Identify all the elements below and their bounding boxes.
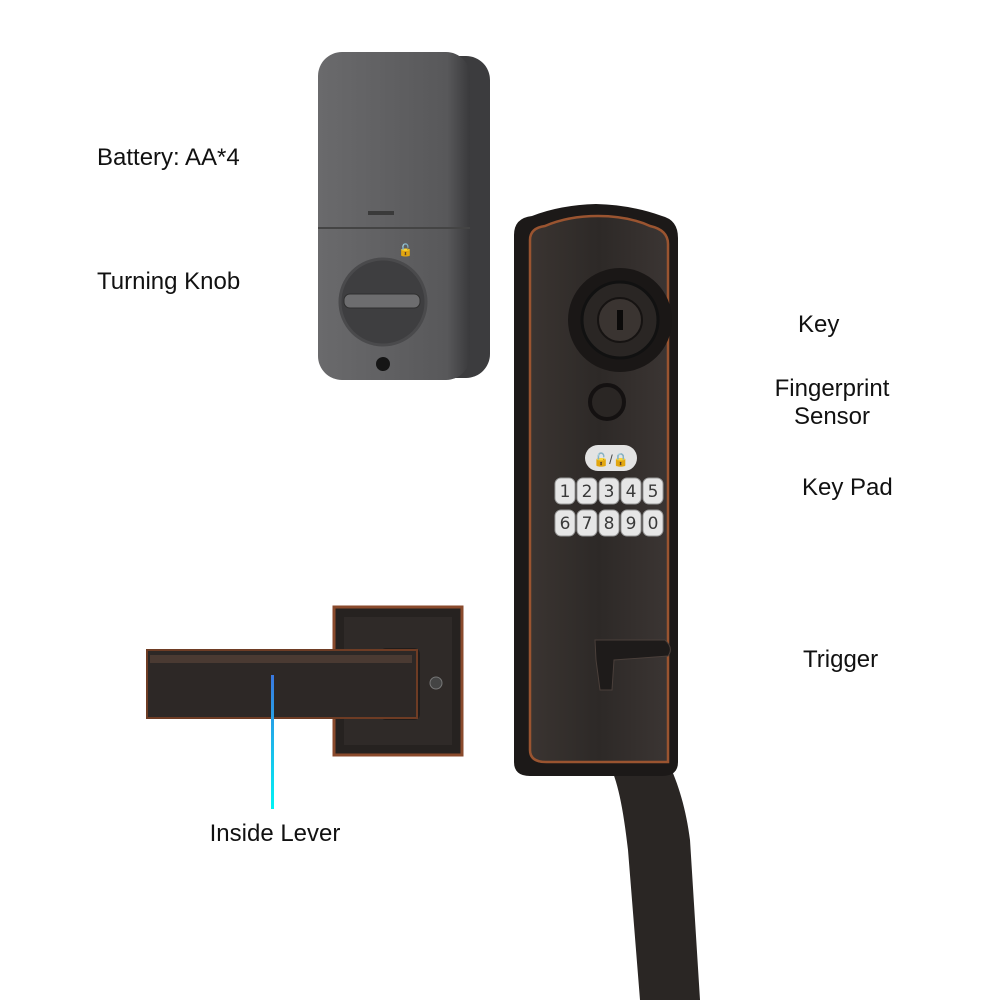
label-trigger: Trigger [803,646,879,673]
lock-unlock-button [585,445,637,471]
label-fingerprint-sensor: Fingerprint Sensor [752,375,912,431]
keypad-key-label: 0 [648,514,659,534]
inside-lever [146,605,464,757]
keypad-key-label: 9 [626,514,637,534]
keypad-key-0[interactable] [642,509,664,537]
keypad-key-4[interactable] [620,477,642,505]
keypad-key-label: 4 [626,482,637,502]
keypad-key-7[interactable] [576,509,598,537]
keypad-key-5[interactable] [642,477,664,505]
svg-text:🔓/🔒: 🔓/🔒 [593,452,629,467]
keypad-key-label: 7 [582,514,593,534]
thumb-trigger [594,639,671,691]
keypad-key-8[interactable] [598,509,620,537]
keypad-key-3[interactable] [598,477,620,505]
fingerprint-sensor [588,383,626,421]
keypad-key-label: 2 [582,482,593,502]
keypad-key-2[interactable] [576,477,598,505]
keypad-key-label: 1 [560,482,571,502]
keypad-key-label: 5 [648,482,659,502]
label-battery: Battery: AA*4 [97,144,240,171]
battery-cover-slot [368,211,394,215]
label-fingerprint-line1: Fingerprint [774,375,890,402]
interior-unit: 🔓 [318,52,490,380]
label-turning-knob: Turning Knob [97,268,241,295]
keyhole [617,310,623,330]
keypad-key-9[interactable] [620,509,642,537]
exterior-handle [585,710,700,1000]
leader-inside-lever [271,675,274,809]
keypad-key-6[interactable] [554,509,576,537]
keypad-key-label: 6 [560,514,571,534]
keypad-key-label: 8 [604,514,615,534]
label-inside-lever: Inside Lever [209,820,341,847]
keypad-key-label: 3 [604,482,615,502]
label-key-pad: Key Pad [802,474,893,501]
keypad-key-1[interactable] [554,477,576,505]
label-key: Key [798,311,840,338]
label-fingerprint-line2: Sensor [793,403,871,430]
screw-hole [376,357,390,371]
svg-text:🔓: 🔓 [398,243,413,257]
